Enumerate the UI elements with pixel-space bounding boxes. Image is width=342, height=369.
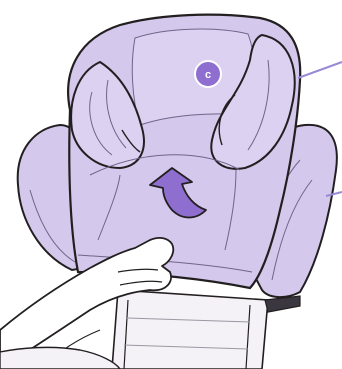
sleeve — [0, 347, 120, 369]
base-frame — [112, 290, 300, 369]
step-marker: c — [195, 61, 221, 87]
step-marker-label: c — [205, 69, 211, 81]
